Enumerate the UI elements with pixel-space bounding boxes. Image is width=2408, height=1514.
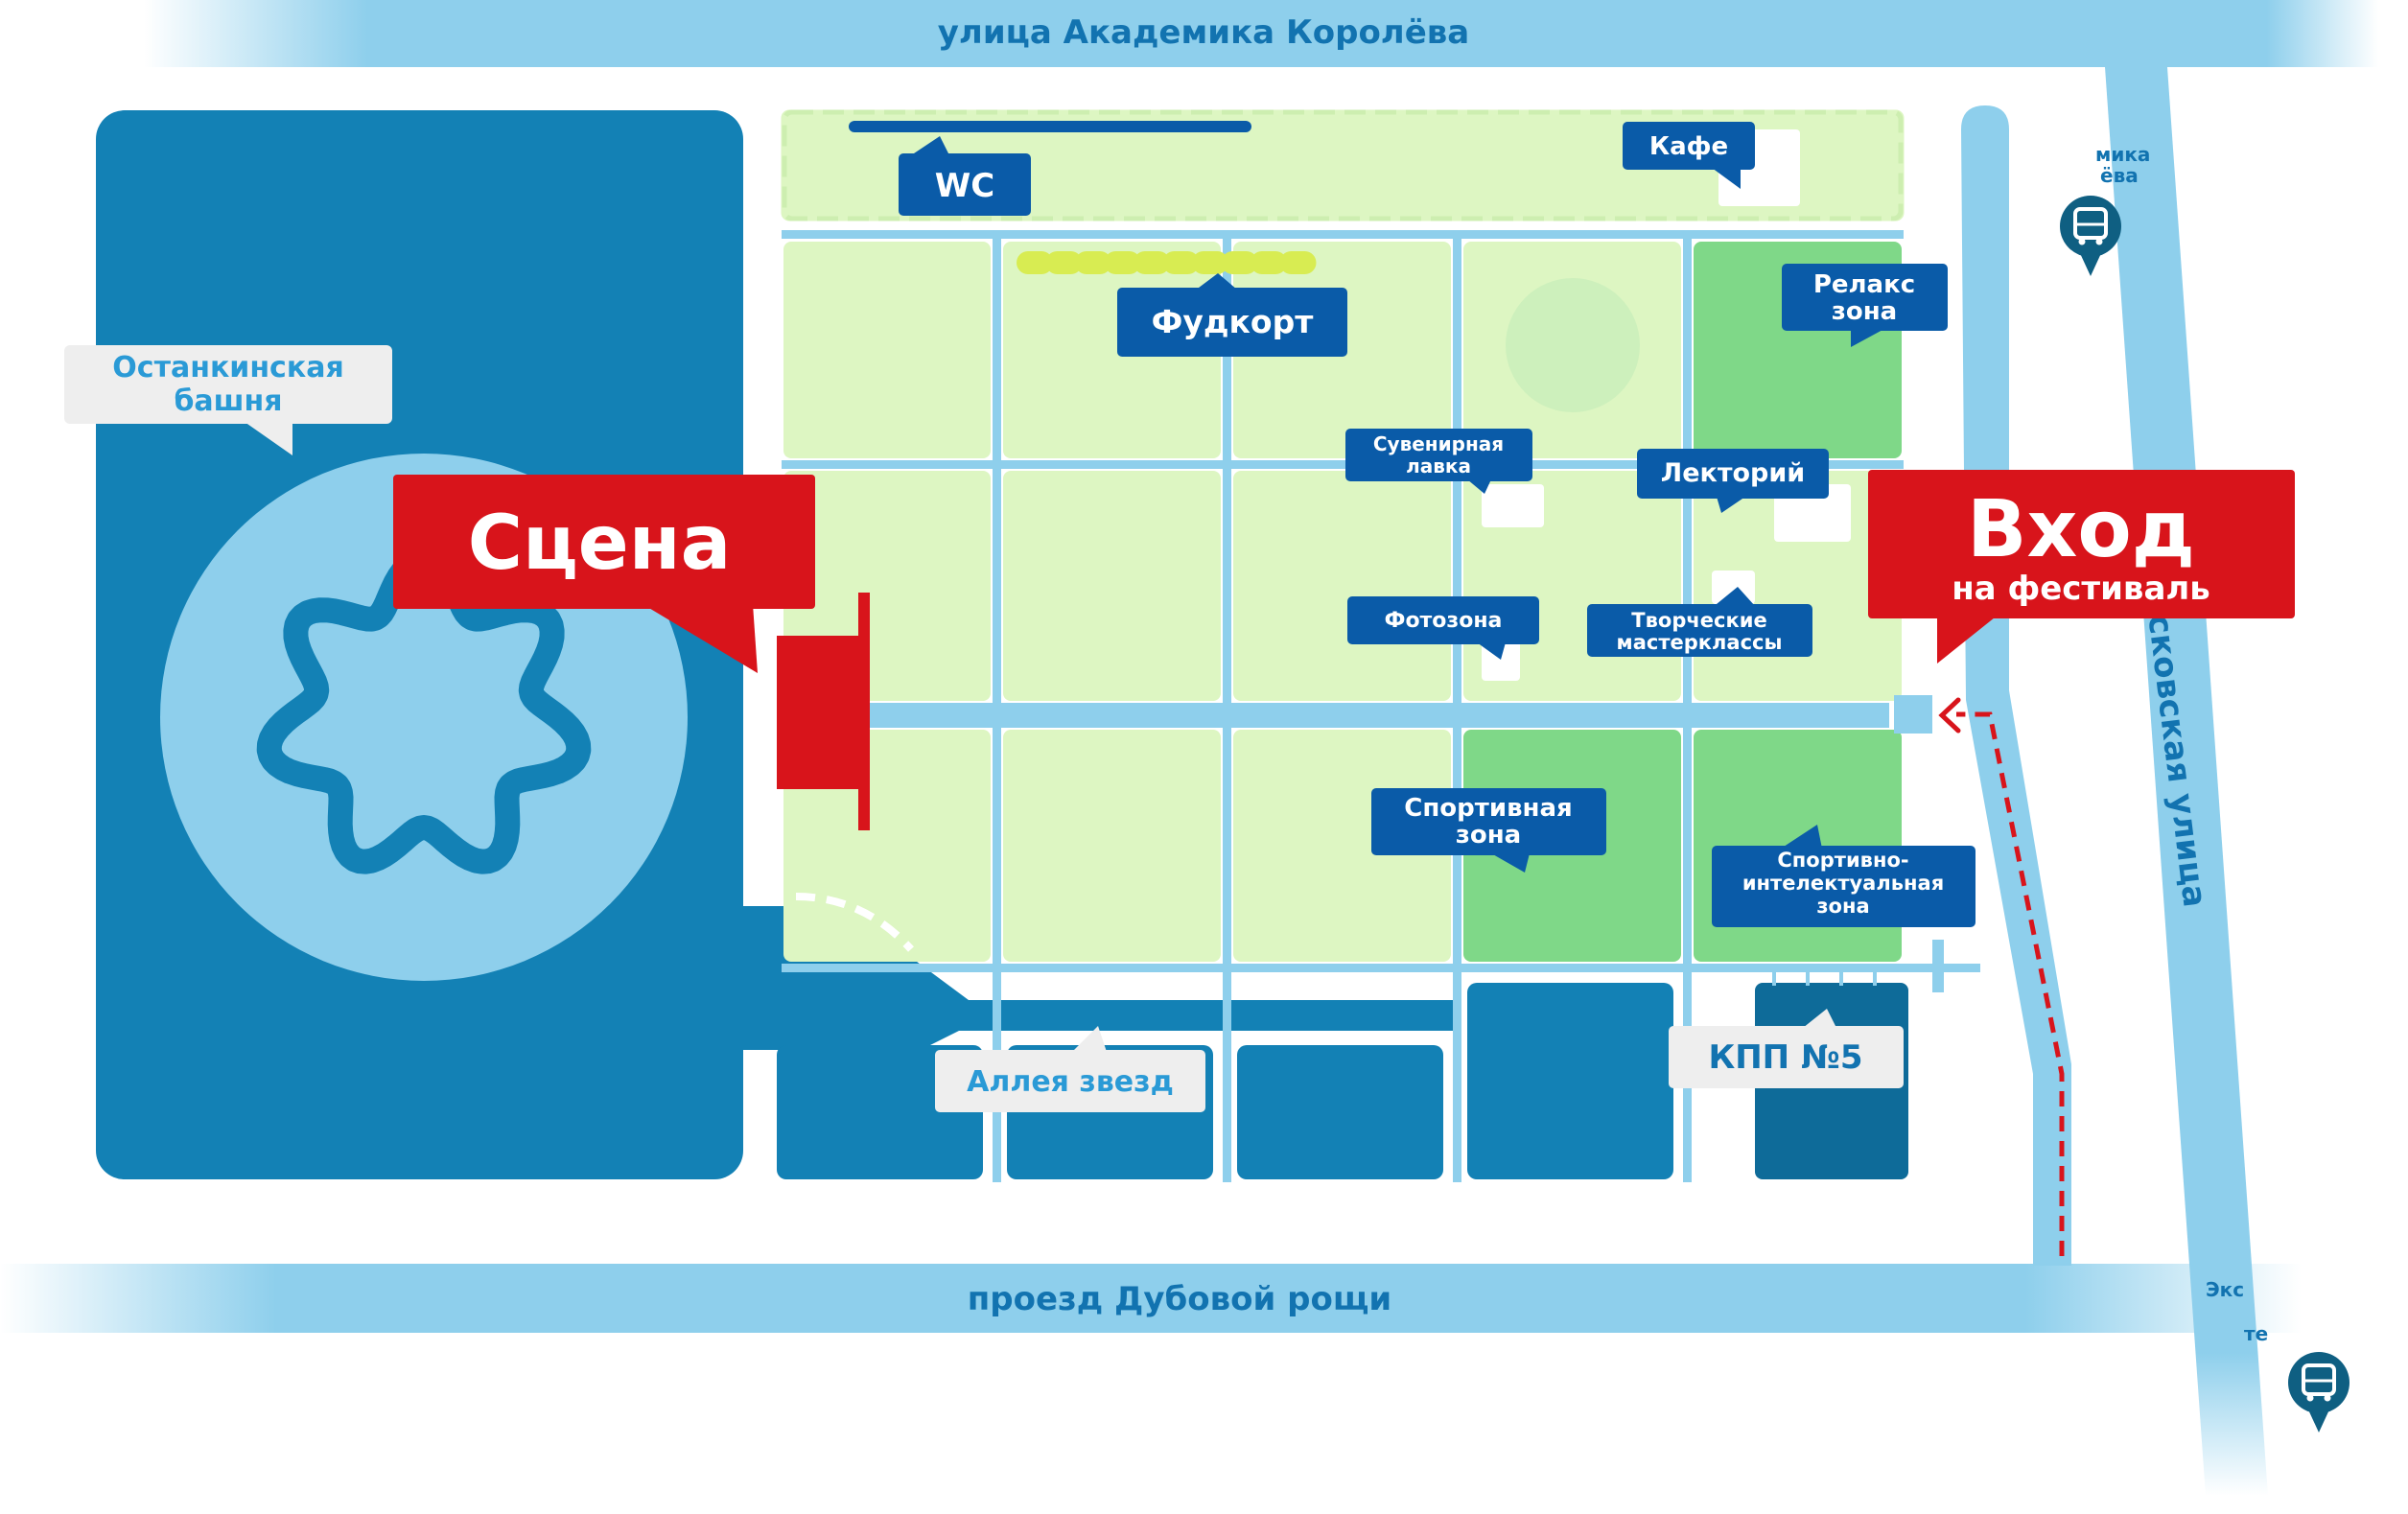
kpp-label: КПП №5 [1669, 1009, 1904, 1088]
souvenir-label: Сувенирная лавка [1345, 429, 1532, 494]
path-v-1 [993, 238, 1001, 1182]
foodcourt-dot [1279, 251, 1317, 274]
lectory-label-text: Лекторий [1661, 458, 1805, 488]
road-cut-top-right-2: ёва [2100, 164, 2139, 187]
lectory-label: Лекторий [1637, 449, 1829, 513]
park-block [1003, 471, 1221, 701]
workshops-label: Творческие мастерклассы [1587, 587, 1812, 657]
photozone-label-text: Фотозона [1385, 609, 1503, 633]
workshops-label-line-2: мастерклассы [1617, 631, 1783, 654]
tower-label-line-1: Останкинская [112, 351, 343, 384]
park-top-strip-dash [782, 109, 1904, 221]
service-block [1237, 1045, 1443, 1179]
tower-label-line-2: башня [174, 384, 282, 418]
souvenir-label-line-2: лавка [1406, 454, 1471, 477]
sport-intel-label-line-2: интелектуальная [1742, 872, 1944, 895]
relax-label-line-1: Релакс [1813, 270, 1915, 299]
path-h-2 [782, 460, 1904, 469]
road-bottom [0, 1264, 2302, 1333]
foodcourt-dots [1017, 251, 1317, 274]
path-v-6 [1894, 695, 1932, 734]
foodcourt-dot [1251, 251, 1287, 274]
road-cut-bottom-right-2: те [2244, 1322, 2268, 1345]
relax-circle [1506, 278, 1640, 412]
foodcourt-dot [1134, 251, 1170, 274]
stage-label-text: Сцена [468, 501, 732, 587]
path-h-4 [782, 964, 1980, 972]
path-h-1 [782, 230, 1904, 239]
kiosk-souvenir [1482, 484, 1544, 527]
wc-label-text: WC [935, 167, 994, 205]
path-v-3 [1453, 238, 1461, 1182]
workshops-label-line-1: Творческие [1631, 609, 1766, 632]
entrance-label: Вход на фестиваль [1868, 470, 2295, 664]
cafe-label: Кафе [1623, 122, 1755, 189]
sport-intel-label-line-1: Спортивно- [1777, 849, 1908, 872]
park-block [1003, 730, 1221, 962]
road-top [144, 0, 2378, 67]
foodcourt-dot [1221, 251, 1258, 274]
path-v-5 [1932, 940, 1944, 992]
relax-label-line-2: зона [1832, 297, 1897, 326]
road-inner-right [1961, 105, 2071, 1266]
path-v-4 [1683, 238, 1692, 1182]
park-block [783, 242, 991, 458]
alley-label-text: Аллея звезд [967, 1065, 1174, 1099]
foodcourt-dot [1104, 251, 1141, 274]
road-cut-bottom-right-1: Экс [2206, 1278, 2244, 1301]
path-h-main [858, 703, 1889, 728]
foodcourt-dot [1045, 251, 1083, 274]
road-label-top: улица Академика Королёва [938, 13, 1469, 52]
foodcourt-label-text: Фудкорт [1152, 303, 1314, 340]
service-block [777, 1045, 983, 1179]
entrance-label-sub: на фестиваль [1952, 570, 2210, 608]
foodcourt-dot [1162, 251, 1200, 274]
road-label-bottom: проезд Дубовой рощи [968, 1280, 1391, 1318]
stage-block [777, 636, 863, 789]
road-right [2105, 67, 2268, 1496]
tower-connector [738, 906, 1458, 1050]
foodcourt-dot [1075, 251, 1111, 274]
road-cut-top-right-1: мика [2095, 143, 2150, 166]
stage-block-edge [858, 593, 870, 830]
path-v-2 [1223, 238, 1231, 1182]
tower-label: Останкинская башня [64, 345, 392, 455]
park-dashed-corner [795, 893, 914, 952]
tower-star-icon [256, 547, 592, 874]
wc-label: WC [899, 136, 1031, 216]
sport-intel-label-line-3: зона [1816, 895, 1869, 918]
foodcourt-label: Фудкорт [1117, 273, 1347, 357]
service-block [1467, 983, 1673, 1179]
roads [0, 0, 2378, 1496]
kpp-label-text: КПП №5 [1708, 1038, 1862, 1077]
bus-stop-icon [2060, 196, 2121, 276]
kpp-pins [1772, 968, 1877, 986]
sport-label: Спортивная зона [1371, 788, 1606, 873]
park-block [1233, 471, 1451, 701]
alley-label: Аллея звезд [935, 1026, 1205, 1112]
foodcourt-dot [1192, 251, 1228, 274]
park-block [1233, 730, 1451, 962]
stage-label: Сцена [393, 475, 815, 673]
foodcourt-dot [1017, 251, 1053, 274]
entrance-label-title: Вход [1967, 484, 2195, 575]
sport-label-line-1: Спортивная [1404, 794, 1572, 823]
sport-intel-label: Спортивно- интелектуальная зона [1712, 825, 1975, 927]
relax-label: Релакс зона [1782, 264, 1948, 347]
paths [782, 230, 1980, 1182]
entrance-arrow-icon [1938, 697, 1961, 734]
sport-label-line-2: зона [1456, 821, 1521, 850]
photozone-label: Фотозона [1347, 596, 1539, 660]
wc-bar [849, 121, 1251, 132]
bus-stop-icon [2288, 1352, 2350, 1432]
cafe-label-text: Кафе [1649, 132, 1728, 161]
souvenir-label-line-1: Сувенирная [1373, 432, 1504, 455]
